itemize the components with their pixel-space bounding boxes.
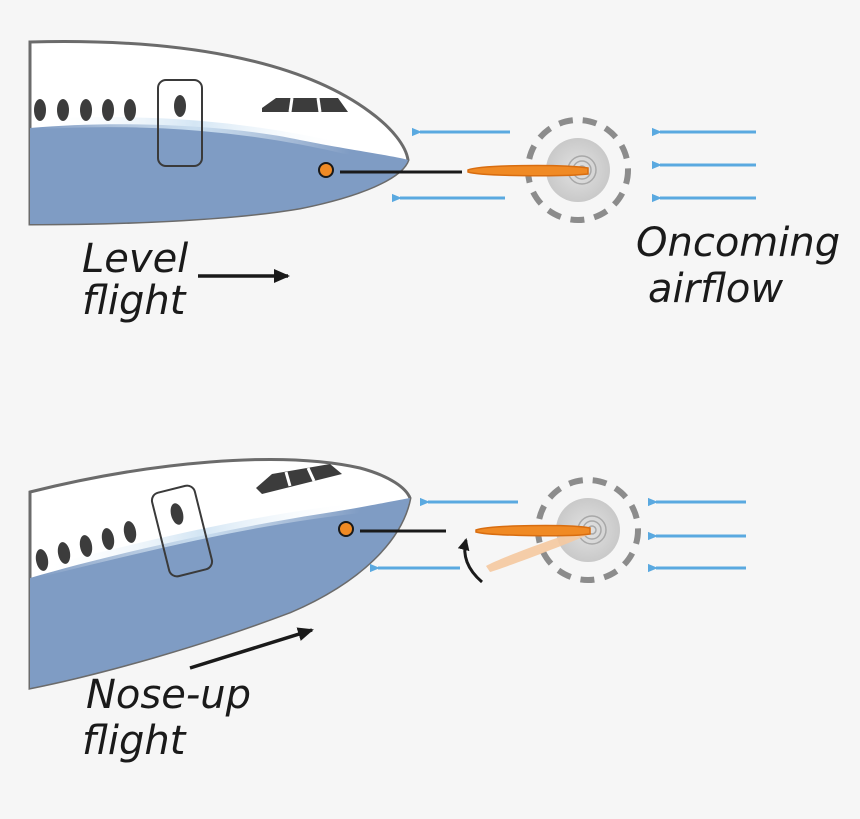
- level-flight-label-line1: Level: [82, 236, 188, 282]
- level-passenger-windows: [34, 99, 136, 121]
- noseup-door: [150, 484, 214, 578]
- noseup-cockpit-windows: [256, 464, 342, 494]
- noseup-door-window: [170, 503, 184, 525]
- noseup-passenger-windows: [35, 521, 137, 571]
- level-door-window: [174, 95, 186, 117]
- oncoming-airflow-label-line1: Oncoming: [636, 220, 840, 266]
- noseup-flight-panel: Nose-up flight: [28, 458, 746, 764]
- noseup-direction-arrow-icon: [189, 627, 314, 670]
- level-fuselage: [28, 40, 462, 226]
- level-aoa-vane-assembly: [467, 117, 631, 223]
- noseup-aoa-vane-assembly: [457, 477, 641, 584]
- noseup-vane: [475, 524, 591, 537]
- noseup-flight-label-line1: Nose-up: [86, 672, 251, 718]
- level-flight-panel: Level flight Oncoming airflow: [28, 40, 840, 324]
- vane-rotation-arrow-icon: [457, 538, 483, 584]
- level-aoa-sensor-dot: [318, 162, 334, 178]
- noseup-aoa-sensor-dot: [338, 521, 354, 537]
- level-vane: [467, 164, 589, 177]
- oncoming-airflow-label-line2: airflow: [648, 266, 783, 312]
- level-door: [157, 79, 203, 167]
- level-cockpit-windows: [262, 98, 348, 112]
- noseup-airflow-arrows: [378, 502, 746, 568]
- noseup-fuselage: [28, 458, 446, 690]
- noseup-flight-label-line2: flight: [82, 718, 187, 764]
- level-airflow-arrows: [400, 132, 756, 198]
- noseup-vane-ghost: [486, 528, 590, 572]
- level-flight-label-line2: flight: [82, 278, 187, 324]
